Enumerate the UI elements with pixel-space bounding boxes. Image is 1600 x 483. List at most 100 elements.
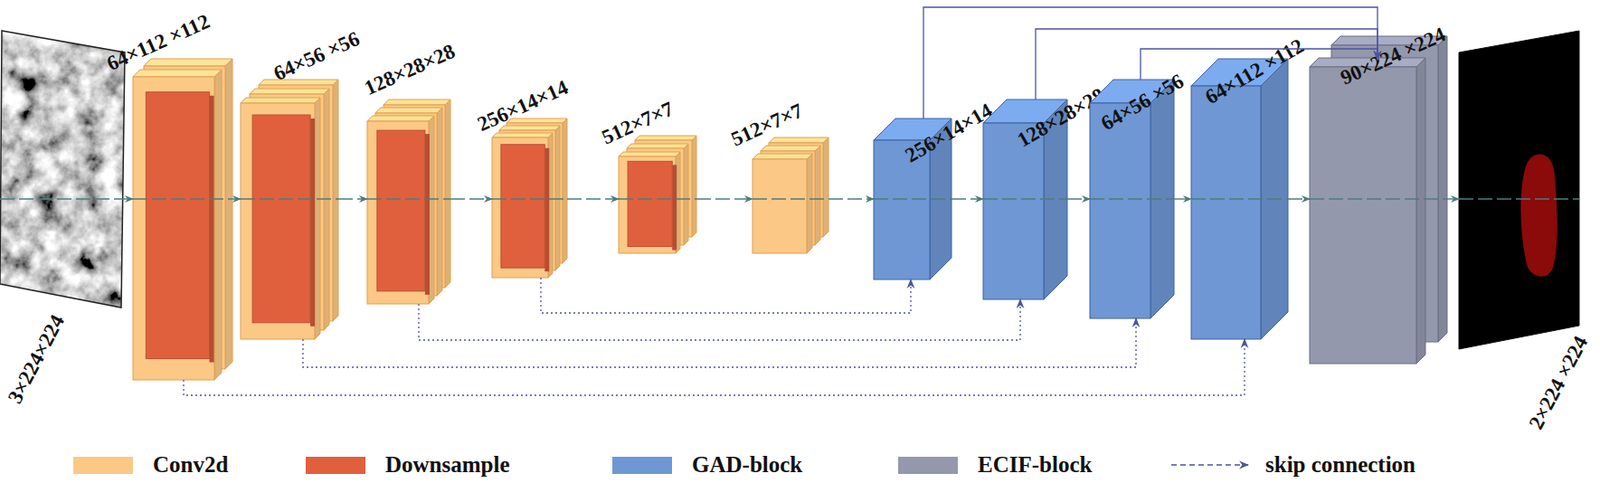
downsample-face	[627, 160, 673, 247]
skip-connection	[183, 339, 1245, 396]
flow-axis	[367, 198, 451, 199]
block-shape	[1191, 58, 1288, 340]
flow-arrow	[567, 198, 619, 199]
slab-front	[1309, 66, 1417, 364]
legend-label: GAD-block	[691, 452, 803, 478]
slab-front	[375, 113, 437, 296]
legend-swatch	[612, 456, 673, 474]
slab-top	[383, 99, 451, 105]
image-frame	[0, 30, 125, 308]
dimension-label: 64×56 ×56	[270, 28, 363, 85]
legend-swatch	[898, 456, 958, 474]
flow-arrow	[951, 198, 984, 199]
flow-arrow	[828, 198, 874, 199]
flow-axis	[1089, 198, 1174, 199]
slab-side	[683, 143, 689, 246]
encoder-block: 128×28×28	[367, 99, 451, 304]
gad-block: 256×14×14	[873, 118, 952, 280]
skip-connection	[302, 318, 1137, 368]
flow-axis	[618, 198, 697, 199]
block-shape	[492, 118, 568, 278]
flow-axis	[1309, 198, 1448, 199]
slab-top	[249, 88, 330, 95]
downsample-side	[672, 164, 677, 250]
slab-top	[492, 132, 553, 138]
flow-axis	[873, 198, 952, 199]
slab-side	[1438, 36, 1448, 342]
slab-side	[814, 145, 821, 246]
flow-axis	[752, 198, 829, 199]
conv-block: 512×7×7	[752, 137, 829, 254]
slab-top	[143, 58, 233, 67]
flow-axis	[1191, 198, 1288, 199]
slab-front	[983, 123, 1044, 300]
downsample-side	[209, 95, 215, 363]
gad-block: 64×112 ×112	[1191, 58, 1288, 340]
slab-side	[436, 107, 443, 296]
flow-arrow	[124, 198, 133, 199]
slab-top	[258, 79, 339, 86]
block-shape	[132, 58, 233, 380]
skip-connection	[540, 277, 911, 313]
legend-swatch	[73, 456, 133, 474]
slab-top	[367, 115, 435, 122]
slab-side	[332, 79, 339, 322]
flow-arrow	[1173, 198, 1192, 199]
downsample-side	[425, 133, 430, 295]
slab-top	[499, 125, 560, 131]
downsample-side	[544, 148, 550, 272]
slab-front	[1191, 85, 1261, 340]
flow-arrow	[450, 198, 493, 199]
legend-label: ECIF-block	[977, 452, 1092, 478]
flow-arrow	[696, 198, 753, 199]
slab-side	[562, 118, 568, 264]
gad-block: 128×28×28	[983, 99, 1068, 300]
downsample-face	[377, 130, 426, 292]
downsample-face	[145, 92, 209, 360]
legend-line-sample	[1171, 458, 1250, 472]
legend-label: Conv2d	[152, 452, 228, 478]
slab-side	[806, 153, 813, 254]
flow-arrow	[232, 198, 241, 199]
slab-top	[634, 135, 697, 141]
downsample-face	[252, 114, 311, 323]
slab-side	[323, 88, 330, 331]
flow-arrow	[338, 198, 368, 199]
slab-top	[768, 137, 829, 143]
encoder-block: 512×7×7	[618, 135, 697, 254]
slab-side	[1416, 57, 1426, 364]
slab-top	[375, 107, 443, 114]
slab-front	[240, 103, 315, 340]
gad-block: 64×56 ×56	[1089, 79, 1174, 319]
slab-top	[760, 145, 821, 152]
slab-front	[249, 94, 324, 331]
flow-axis	[983, 198, 1068, 199]
input-texture	[0, 30, 125, 308]
slab-top	[752, 153, 813, 160]
slab-top	[240, 97, 321, 104]
flow-arrow	[1067, 198, 1090, 199]
flow-axis	[240, 198, 339, 199]
slab-front	[492, 137, 549, 278]
legend-entry: Downsample	[305, 452, 511, 478]
legend-entry: Conv2d	[73, 452, 228, 478]
slab-side	[444, 99, 451, 288]
dimension-label: 2×224 ×224	[1524, 332, 1591, 433]
slab-side	[314, 97, 321, 340]
slab-front	[752, 159, 807, 254]
slab-front	[367, 121, 429, 304]
block-shape	[1458, 30, 1580, 350]
downsample-side	[310, 118, 315, 327]
slab-front	[873, 140, 930, 280]
flow-axis	[132, 198, 233, 199]
slab-side	[214, 69, 222, 380]
slab-side	[225, 58, 233, 370]
slab-top	[618, 151, 681, 157]
downsample-face	[501, 144, 545, 268]
encoder-block: 64×112 ×112	[132, 58, 233, 380]
output-mask: 2×224 ×224	[1458, 30, 1580, 350]
encoder-block: 64×56 ×56	[240, 79, 339, 340]
encoder-block: 256×14×14	[492, 118, 568, 278]
block-shape	[752, 137, 829, 254]
mask-frame	[1458, 30, 1580, 350]
